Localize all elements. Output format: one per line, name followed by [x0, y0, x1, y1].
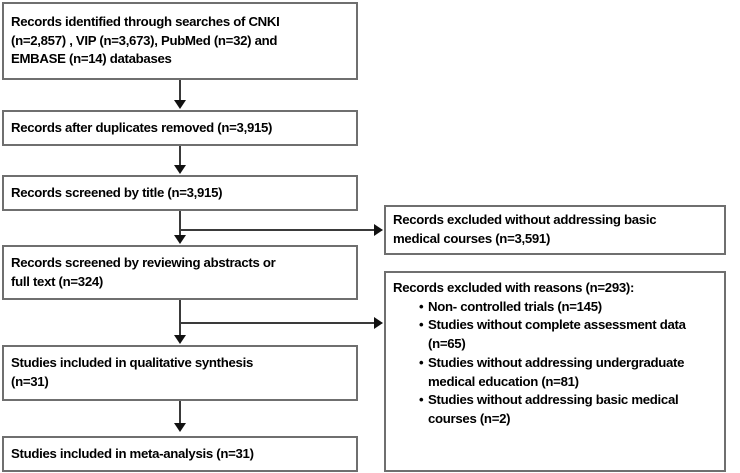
arrow-right-icon [374, 317, 383, 329]
arrow-down-icon [174, 423, 186, 432]
box-line: medical courses (n=3,591) [393, 231, 551, 246]
list-item: Studies without addressing undergraduate… [419, 354, 718, 391]
box-line: Records after duplicates removed (n=3,91… [11, 119, 273, 135]
box-line: Studies included in meta-analysis (n=31) [11, 445, 254, 461]
connector-line [179, 80, 181, 102]
connector-line [179, 146, 181, 167]
arrow-down-icon [174, 335, 186, 344]
connector-line [179, 229, 377, 231]
box-line: Records excluded without addressing basi… [393, 212, 657, 228]
box-line: Records screened by title (n=3,915) [11, 184, 223, 200]
arrow-right-icon [374, 224, 383, 236]
box-records-after-duplicates: Records after duplicates removed (n=3,91… [2, 110, 358, 146]
box-excluded-without-addressing: Records excluded without addressing basi… [384, 205, 726, 255]
box-line: Records identified through searches of C… [11, 13, 280, 29]
arrow-down-icon [174, 235, 186, 244]
connector-line [179, 300, 181, 337]
arrow-down-icon [174, 165, 186, 174]
box-records-identified: Records identified through searches of C… [2, 2, 358, 80]
excluded-reasons-list: Non- controlled trials (n=145) Studies w… [393, 298, 718, 429]
list-item: Non- controlled trials (n=145) [419, 298, 718, 317]
box-records-screened-title: Records screened by title (n=3,915) [2, 175, 358, 211]
box-line: (n=2,857) , VIP (n=3,673), PubMed (n=32)… [11, 32, 278, 48]
connector-line [179, 322, 377, 324]
box-line: full text (n=324) [11, 273, 103, 289]
list-item: Studies without addressing basic medical… [419, 391, 718, 428]
box-records-screened-abstracts: Records screened by reviewing abstracts … [2, 245, 358, 300]
connector-line [179, 211, 181, 237]
box-meta-analysis: Studies included in meta-analysis (n=31) [2, 436, 358, 472]
list-item: Studies without complete assessment data… [419, 316, 718, 353]
box-line: (n=31) [11, 374, 49, 389]
box-line: Studies included in qualitative synthesi… [11, 355, 253, 371]
box-line: EMBASE (n=14) databases [11, 51, 172, 67]
box-excluded-with-reasons: Records excluded with reasons (n=293): N… [384, 271, 726, 472]
excluded-reasons-title: Records excluded with reasons (n=293): [393, 280, 635, 295]
connector-line [179, 401, 181, 425]
box-qualitative-synthesis: Studies included in qualitative synthesi… [2, 345, 358, 401]
box-line: Records screened by reviewing abstracts … [11, 254, 276, 270]
arrow-down-icon [174, 100, 186, 109]
